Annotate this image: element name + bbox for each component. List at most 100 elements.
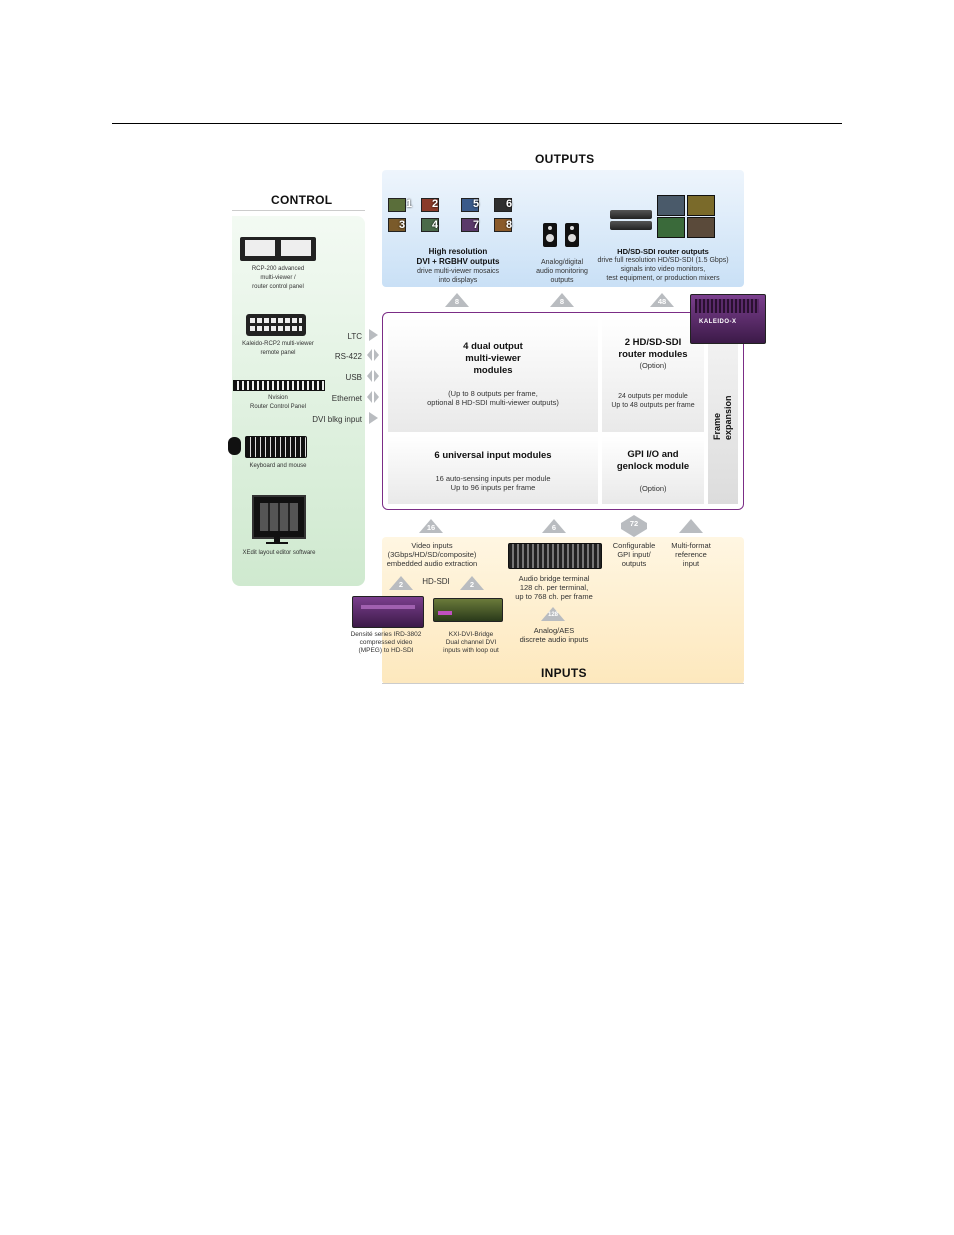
hires-title: High resolution DVI + RGBHV outputs (400, 247, 516, 267)
router-desc-line: drive full resolution HD/SD-SDI (1.5 Gbp… (597, 257, 729, 264)
port-ethernet-label: Ethernet (331, 394, 362, 403)
mosaic-tile (388, 218, 406, 232)
nvision-panel-icon (233, 380, 325, 391)
rcp2-panel-icon (246, 314, 306, 336)
rcp200-line: router control panel (252, 284, 304, 290)
router-title-line: router modules (618, 349, 688, 360)
mosaic-displays: 1 2 5 6 3 4 7 8 (388, 198, 528, 236)
mosaic-number: 4 (432, 219, 439, 231)
hdsdi-count: 2 (398, 580, 404, 589)
input-modules-cell (388, 436, 598, 504)
mv-modules-desc: (Up to 8 outputs per frame, optional 8 H… (400, 389, 586, 407)
port-usb-arrow (367, 370, 379, 382)
monitor-base (266, 542, 288, 544)
frame-expansion-label: Frame expansion (712, 395, 734, 440)
control-heading: CONTROL (271, 193, 333, 207)
video-line: (3Gbps/HD/SD/composite) (387, 550, 477, 559)
audio-bridge-icon (508, 543, 602, 569)
expansion-cell (708, 340, 738, 504)
ird-device-icon (352, 596, 424, 628)
rcp2-label: Kaleido-RCP2 multi-viewer remote panel (238, 340, 318, 358)
hires-title-line: High resolution (428, 247, 488, 256)
expansion-line: Frame (712, 412, 722, 440)
ref-line: Multi-format (671, 541, 711, 550)
input-desc-line: 16 auto-sensing inputs per module (435, 474, 551, 483)
kxi-device-icon (433, 598, 503, 622)
control-divider (232, 210, 365, 211)
gpi-bidirectional-arrow (621, 515, 647, 537)
mosaic-number: 2 (432, 198, 439, 210)
ird-line: Densité series IRD-3802 (350, 631, 422, 638)
router-modules-cell (602, 318, 704, 432)
audio-line: outputs (550, 277, 574, 284)
mosaic-tile (461, 218, 479, 232)
router-title-line: 2 HD/SD-SDI (624, 337, 682, 348)
input-modules-title: 6 universal input modules (434, 450, 552, 461)
mosaic-number: 1 (406, 198, 413, 210)
monitor-icon (657, 217, 685, 238)
bridge-line: up to 768 ch. per frame (515, 592, 593, 601)
gpi-module-title: GPI I/O and genlock module (604, 449, 702, 473)
port-ltc-arrow (369, 329, 378, 341)
nvision-line: Router Control Panel (249, 404, 307, 410)
bridge-line: 128 ch. per terminal, (519, 583, 589, 592)
port-dvi-arrow (369, 412, 378, 424)
mv-modules-title: 4 dual output multi-viewer modules (420, 341, 566, 377)
gpi-line: outputs (621, 559, 647, 568)
mosaic-tile (494, 218, 512, 232)
inputs-heading: INPUTS (541, 666, 587, 680)
video-line: embedded audio extraction (386, 559, 478, 568)
mosaic-number: 8 (506, 219, 513, 231)
mv-desc-line: optional 8 HD-SDI multi-viewer outputs) (427, 398, 559, 407)
mv-modules-cell (388, 318, 598, 432)
input-arrow (542, 519, 566, 533)
mosaic-tile (388, 198, 406, 212)
output-arrow (650, 293, 674, 307)
reference-input-label: Multi-format reference input (660, 541, 722, 568)
router-modules-title: 2 HD/SD-SDI router modules (604, 337, 702, 361)
ref-line: input (682, 559, 700, 568)
hires-title-line: DVI + RGBHV outputs (416, 257, 500, 266)
output-count: 48 (657, 297, 667, 306)
audio-bridge-label: Audio bridge terminal 128 ch. per termin… (502, 574, 606, 601)
expansion-line: expansion (723, 395, 733, 440)
keyboard-label: Keyboard and mouse (249, 463, 307, 469)
mosaic-number: 5 (473, 198, 480, 210)
aes-label: Analog/AES discrete audio inputs (506, 626, 602, 644)
reference-arrow (679, 519, 703, 533)
ird-line: compressed video (359, 639, 413, 646)
monitor-icon (687, 217, 715, 238)
gpi-io-label: Configurable GPI input/ outputs (604, 541, 664, 568)
rcp200-label: RCP-200 advanced multi-viewer / router c… (238, 265, 318, 292)
nvision-line: Nvision (268, 395, 288, 401)
gpi-module-cell (602, 436, 704, 504)
rack-device-icon (610, 210, 652, 219)
output-arrow (550, 293, 574, 307)
kaleido-chassis-icon: KALEIDO-X (690, 294, 766, 344)
output-count: 8 (454, 297, 460, 306)
router-desc-line: signals into video monitors, (620, 266, 706, 273)
inputs-divider (382, 683, 744, 684)
outputs-heading: OUTPUTS (535, 152, 595, 166)
input-count: 16 (426, 523, 436, 532)
router-desc-line: 24 outputs per module (618, 393, 688, 400)
kxi-line: KXI-DVI-Bridge (448, 631, 494, 638)
ird-line: (MPEG) to HD-SDI (358, 647, 414, 654)
aes-line: Analog/AES (533, 626, 575, 635)
port-rs422-label: RS-422 (334, 352, 362, 361)
ref-line: reference (675, 550, 707, 559)
hires-desc-line: into displays (438, 277, 478, 284)
mv-title-line: 4 dual output (463, 341, 523, 352)
xedit-monitor-icon (252, 495, 306, 539)
mosaic-tile (421, 198, 439, 212)
aes-arrow (541, 607, 565, 621)
output-count: 8 (559, 297, 565, 306)
bridge-line: Audio bridge terminal (518, 574, 590, 583)
port-ethernet-arrow (367, 391, 379, 403)
input-desc-line: Up to 96 inputs per frame (450, 483, 536, 492)
rcp2-line: remote panel (260, 350, 296, 356)
input-arrow (419, 519, 443, 533)
nvision-label: Nvision Router Control Panel (238, 394, 318, 412)
rcp200-line: multi-viewer / (260, 275, 296, 281)
output-arrow (445, 293, 469, 307)
